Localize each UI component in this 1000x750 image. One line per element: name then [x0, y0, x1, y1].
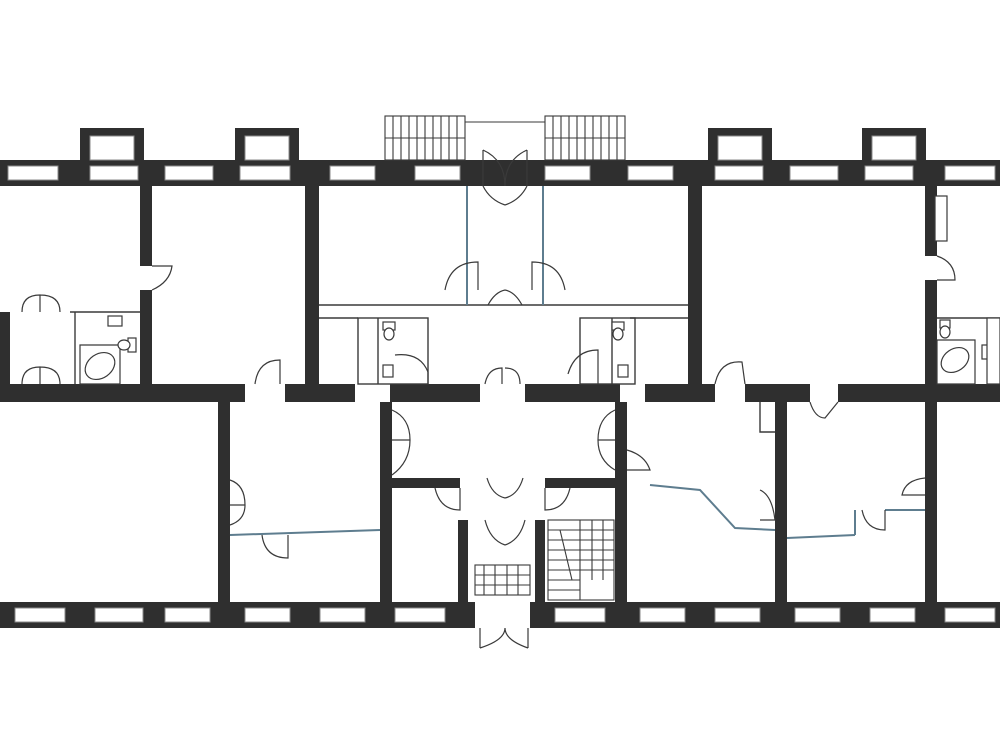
interior-walls: [0, 186, 937, 602]
corridor-walls: [0, 384, 1000, 402]
east-toilet: [939, 319, 951, 339]
north-exterior-stairs: [384, 115, 626, 161]
north-bays: [80, 128, 926, 162]
south-wall: [0, 600, 1000, 630]
centre-toilets: [382, 321, 629, 378]
west-toilet: [117, 337, 137, 353]
doors: [21, 149, 956, 649]
north-wall: [0, 128, 1000, 186]
glazed-partitions: [229, 186, 925, 539]
north-windows: [7, 165, 996, 181]
east-bathtub: [936, 339, 976, 385]
west-bathtub: [79, 344, 121, 385]
interior-stairs: [474, 519, 615, 601]
bathroom-fixtures: [79, 195, 1000, 385]
wc-partitions: [70, 304, 1000, 433]
south-windows: [14, 607, 996, 623]
west-sink: [107, 315, 123, 327]
